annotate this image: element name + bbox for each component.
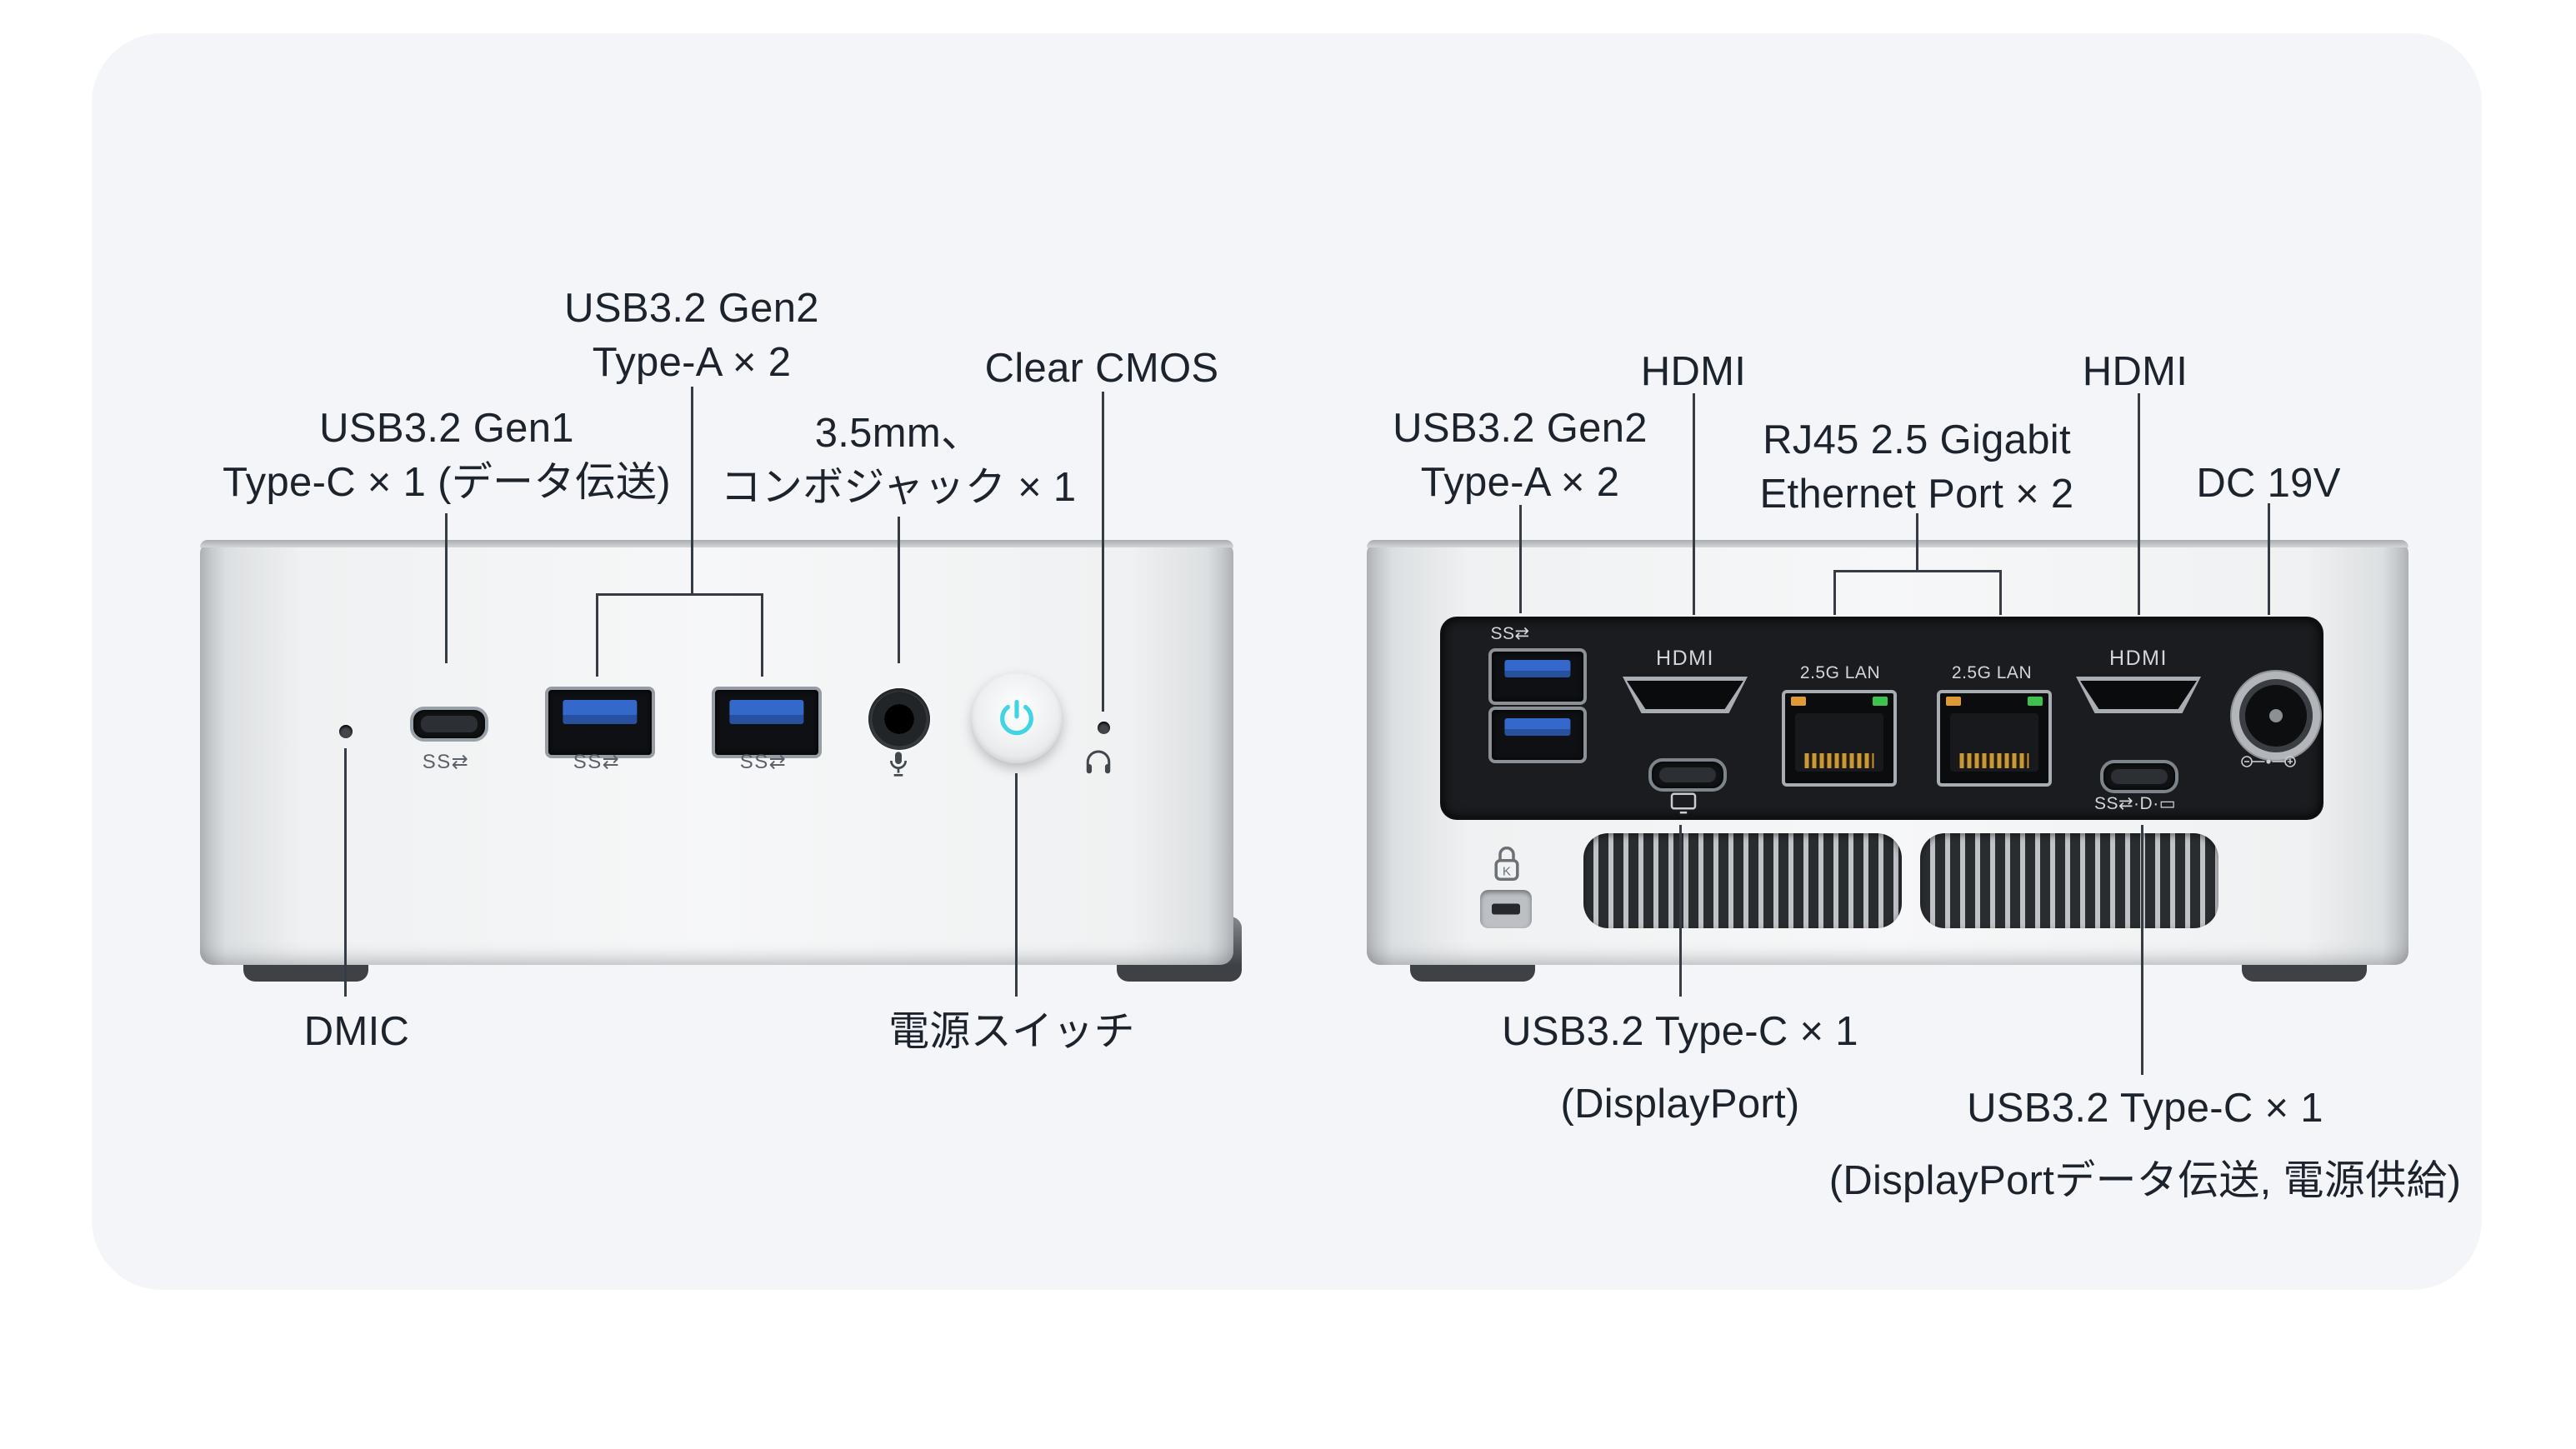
- label-hdmi-right: HDMI: [2082, 349, 2188, 394]
- connector-line: [1833, 570, 2002, 572]
- connector-line: [2268, 503, 2270, 615]
- ethernet-port-1: [1782, 690, 1897, 787]
- label-hdmi-left: HDMI: [1640, 349, 1747, 394]
- hdmi-port-1: [1623, 677, 1748, 713]
- label-dmic: DMIC: [303, 1009, 410, 1054]
- connector-line: [344, 748, 347, 997]
- kensington-lock-slot: [1480, 890, 1532, 928]
- connector-line: [898, 517, 900, 663]
- power-button: [972, 673, 1062, 763]
- label-combo-jack: 3.5mm、コンボジャック × 1: [720, 411, 1077, 510]
- hdmi-print-1: HDMI: [1656, 647, 1714, 670]
- label-power-switch: 電源スイッチ: [888, 1009, 1135, 1054]
- usb-ss-marking: SS⇄: [573, 751, 621, 773]
- connector-line: [445, 513, 448, 663]
- usb-c-port-front: [410, 707, 488, 742]
- lan-print-2: 2.5G LAN: [1951, 663, 2033, 682]
- power-icon: [1000, 699, 1033, 736]
- connector-line: [596, 593, 763, 596]
- label-rear-usb-c1: USB3.2 Type-C × 1(DisplayPort): [1502, 1009, 1858, 1127]
- connector-line: [1015, 773, 1018, 997]
- connector-line: [1999, 570, 2002, 615]
- usb-ss-marking: SS⇄: [422, 751, 470, 773]
- kensington-lock-icon: K: [1494, 846, 1519, 881]
- svg-text:K: K: [1503, 864, 1511, 878]
- usb-a-port-rear-1: [1488, 648, 1587, 705]
- connector-line: [2141, 825, 2143, 1075]
- connector-line: [596, 593, 598, 677]
- connector-line: [761, 593, 763, 677]
- connector-line: [1833, 570, 1836, 615]
- connector-line: [691, 387, 693, 593]
- usb-a-port-rear-2: [1488, 707, 1587, 763]
- usb-ss-marking: SS⇄: [1490, 624, 1530, 643]
- microphone-icon: [890, 752, 907, 777]
- connector-line: [1693, 393, 1695, 615]
- hdmi-print-2: HDMI: [2109, 647, 2168, 670]
- connector-line: [2138, 393, 2140, 615]
- ethernet-port-2: [1937, 690, 2052, 787]
- usb-ss-marking: SS⇄: [739, 751, 788, 773]
- label-rear-usb-c2: USB3.2 Type-C × 1(DisplayPortデータ伝送, 電源供給…: [1828, 1086, 2462, 1203]
- hdmi-port-2: [2076, 677, 2201, 713]
- clear-cmos-hole: [1098, 722, 1110, 734]
- connector-line: [1102, 392, 1104, 712]
- display-icon: [1670, 792, 1697, 814]
- connector-line: [1519, 505, 1522, 613]
- vent-grille-left: [1583, 833, 1902, 928]
- usb-a-port-front-1: [545, 687, 655, 758]
- headphones-icon: [1086, 750, 1111, 774]
- combo-jack-port: [868, 688, 930, 750]
- vent-grille-right: [1920, 833, 2218, 928]
- lan-print-1: 2.5G LAN: [1799, 663, 1881, 682]
- connector-line: [1679, 825, 1682, 997]
- usb-c-dp-pd-marking: SS⇄·D·▭: [2093, 794, 2177, 813]
- usb-c-port-rear-1: [1648, 758, 1727, 792]
- usb-c-port-rear-2: [2100, 760, 2178, 793]
- dc-power-jack: [2232, 672, 2320, 760]
- dmic-hole: [339, 725, 353, 738]
- label-dc-19v: DC 19V: [2196, 461, 2341, 506]
- connector-line: [1916, 513, 1918, 570]
- usb-a-port-front-2: [712, 687, 822, 758]
- label-clear-cmos: Clear CMOS: [984, 346, 1219, 391]
- polarity-icon: [2241, 756, 2296, 767]
